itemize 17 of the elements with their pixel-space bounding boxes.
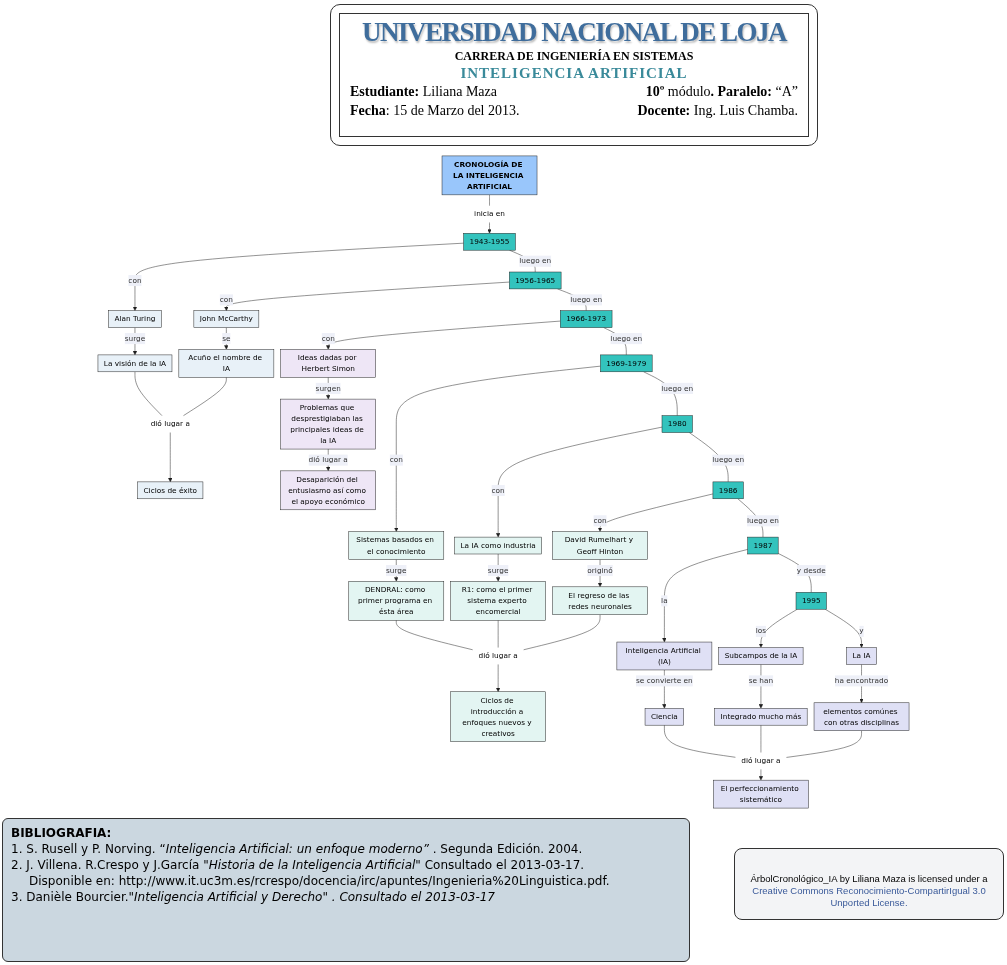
connector	[183, 377, 227, 416]
program-name: CARRERA DE INGENIERÍA EN SISTEMAS	[453, 48, 695, 64]
license-link: Creative Commons Reconocimiento-CompartirIgual 3.0 Unported License.	[751, 885, 987, 909]
module-text: 10º módulo. Paralelo: “A”	[645, 83, 798, 101]
university-name: UNIVERSIDAD NACIONAL DE LOJA	[361, 16, 788, 48]
reference-text: 2. J. Villena. R.Crespo y J.García "Historia de la Inteligencia Artificial" Consultado el 2013-03-17.	[11, 857, 586, 873]
license-text: ÁrbolCronológico_IA by Liliana Maza is licensed under a	[749, 873, 989, 885]
connector	[396, 620, 473, 651]
connector	[664, 724, 736, 758]
course-name: INTELIGENCIA ARTIFICIAL	[459, 64, 689, 82]
reference-text: 1. S. Rusell y P. Norving. “Inteligencia Artificial: un enfoque moderno” . Segunda Edición. 2004.	[11, 841, 584, 857]
student-text: Estudiante: Liliana Maza	[350, 83, 497, 101]
teacher-text: Docente: Ing. Luis Chamba.	[637, 102, 798, 120]
reference-text: 3. Danièle Bourcier."Inteligencia Artificial y Derecho" . Consultado el 2013-03-17	[11, 889, 496, 905]
reference-url: Disponible en: http://www.it.uc3m.es/rcrespo/docencia/irc/apuntes/Ingenieria%20Linguistica.pdf.	[28, 873, 611, 889]
date-text: Fecha: 15 de Marzo del 2013.	[350, 102, 520, 120]
bibliography-heading: BIBLIOGRAFIA:	[11, 825, 113, 841]
